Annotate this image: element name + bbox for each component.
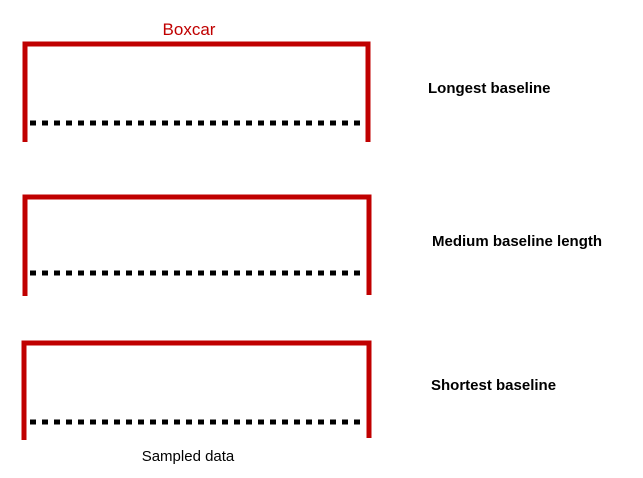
row-label-medium: Medium baseline length (432, 233, 602, 250)
boxcar-row-medium (22, 194, 372, 296)
diagram-title: Boxcar (163, 20, 216, 39)
boxcar-outline (22, 41, 371, 142)
boxcar-row-shortest (21, 340, 372, 440)
caption-sampled-data: Sampled data (142, 448, 235, 465)
row-label-longest: Longest baseline (428, 80, 551, 97)
boxcar-outline (21, 340, 372, 440)
boxcar-outline (22, 194, 372, 296)
boxcar-row-longest (22, 41, 371, 142)
row-label-shortest: Shortest baseline (431, 377, 556, 394)
